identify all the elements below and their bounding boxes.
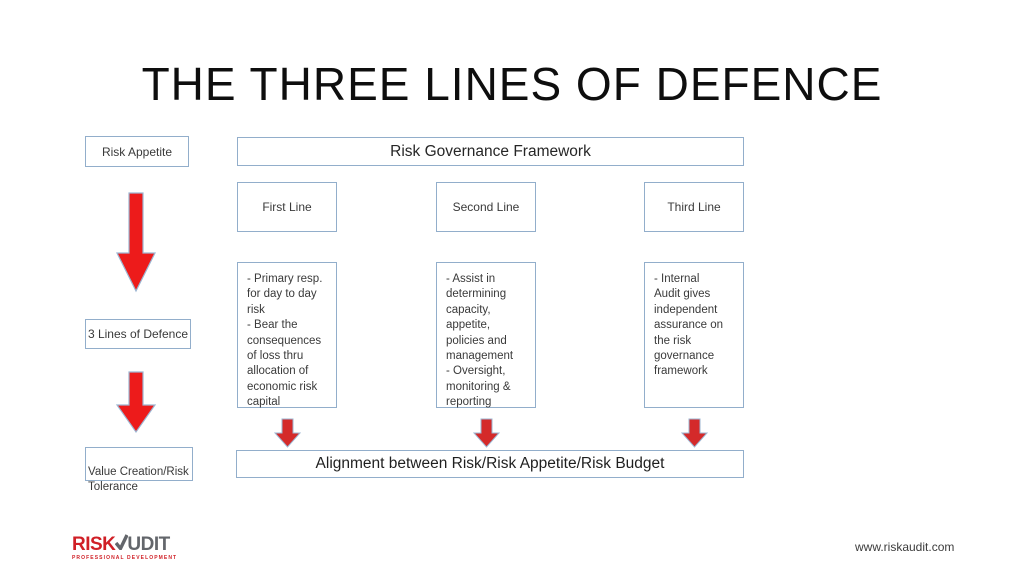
slide-title: THE THREE LINES OF DEFENCE xyxy=(141,58,883,110)
value-creation-box: Value Creation/Risk Tolerance xyxy=(85,447,193,493)
website-url: www.riskaudit.com xyxy=(855,540,955,554)
risk-governance-framework-label: Risk Governance Framework xyxy=(390,142,591,160)
value-creation-label: Value Creation/Risk Tolerance xyxy=(88,465,189,493)
down-arrow-icon xyxy=(473,418,500,448)
third-line-label: Third Line xyxy=(667,200,721,214)
risk-governance-framework-box: Risk Governance Framework xyxy=(237,137,744,166)
three-lines-of-defence-box: 3 Lines of Defence xyxy=(85,319,191,349)
down-arrow-icon xyxy=(681,418,708,448)
risk-appetite-box: Risk Appetite xyxy=(85,136,189,167)
first-line-details-box: - Primary resp. for day to day risk - Be… xyxy=(237,262,337,408)
down-arrow-icon xyxy=(114,371,158,434)
third-line-details-box: - Internal Audit gives independent assur… xyxy=(644,262,744,408)
alignment-bar: Alignment between Risk/Risk Appetite/Ris… xyxy=(236,450,744,478)
check-a-icon xyxy=(115,534,129,554)
logo-risk-text: RISK xyxy=(72,534,116,555)
first-line-box: First Line xyxy=(237,182,337,232)
down-arrow-icon xyxy=(274,418,301,448)
first-line-label: First Line xyxy=(262,200,312,214)
second-line-label: Second Line xyxy=(452,200,520,214)
second-line-box: Second Line xyxy=(436,182,536,232)
second-line-details-box: - Assist in determining capacity, appeti… xyxy=(436,262,536,408)
third-line-box: Third Line xyxy=(644,182,744,232)
down-arrow-icon xyxy=(114,192,158,293)
risk-appetite-label: Risk Appetite xyxy=(101,144,173,159)
riskaudit-logo: RISK UDIT PROFESSIONAL DEVELOPMENT xyxy=(72,534,177,561)
three-lines-of-defence-label: 3 Lines of Defence xyxy=(87,327,189,341)
alignment-bar-label: Alignment between Risk/Risk Appetite/Ris… xyxy=(315,455,665,472)
logo-audit-text: UDIT xyxy=(127,534,170,555)
logo-tagline: PROFESSIONAL DEVELOPMENT xyxy=(72,555,178,561)
